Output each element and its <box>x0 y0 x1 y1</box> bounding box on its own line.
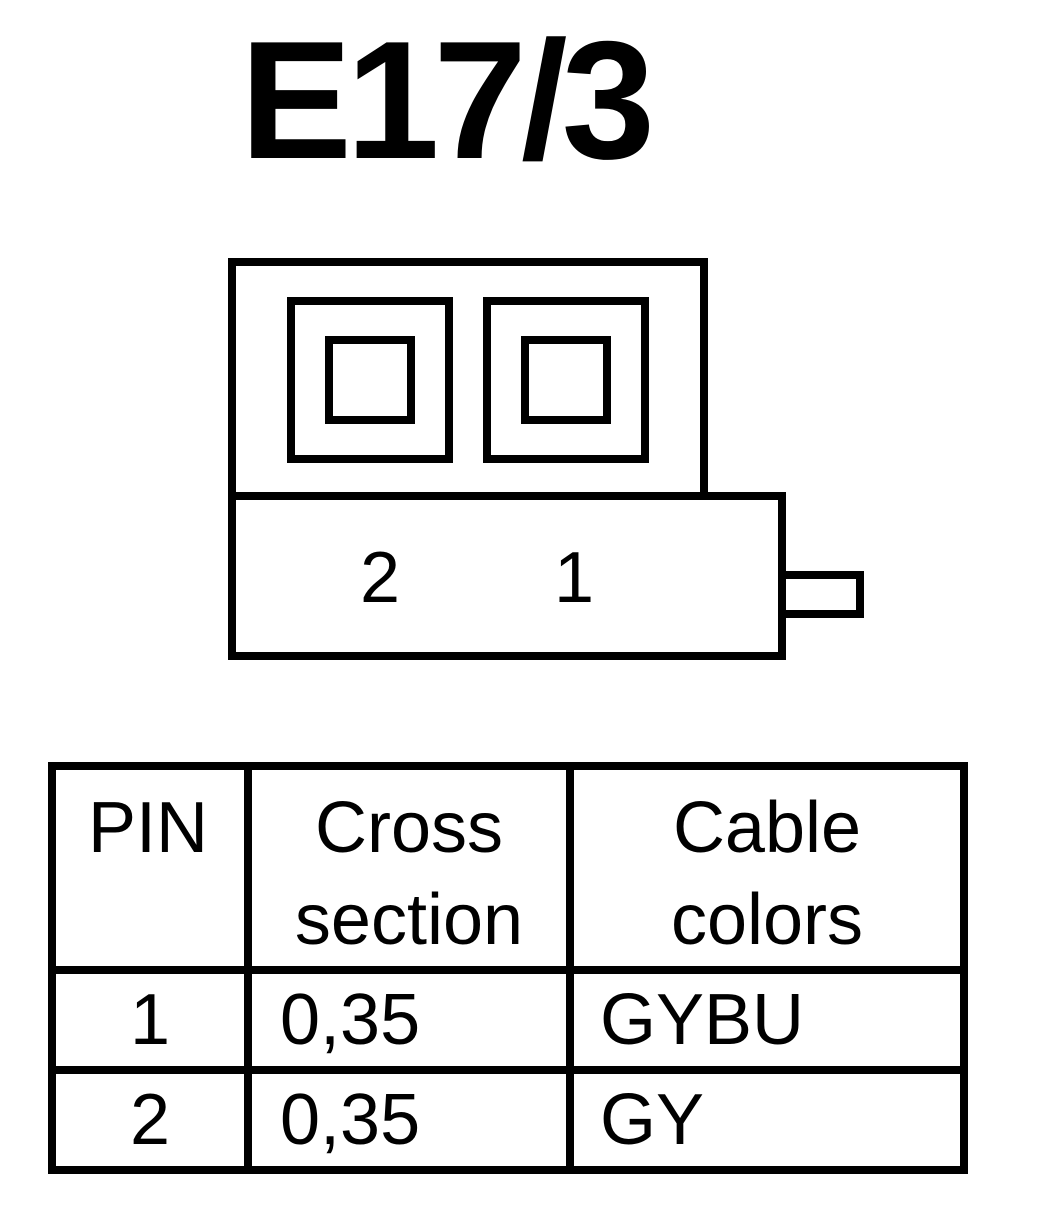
cell-pin: 2 <box>48 1066 252 1174</box>
cell-cable-color: GY <box>566 1066 968 1174</box>
connector-housing <box>228 258 786 660</box>
connector-diagram: 2 1 <box>228 258 864 660</box>
table-row: 1 0,35 GYBU <box>48 966 968 1074</box>
cell-cross-section: 0,35 <box>244 966 574 1074</box>
cell-cable-color: GYBU <box>566 966 968 1074</box>
header-pin: PIN <box>48 762 252 974</box>
pin-assignment-table: PIN Cross section Cable colors 1 0,35 GY… <box>48 762 968 1174</box>
cell-pin: 1 <box>48 966 252 1074</box>
header-cable-colors: Cable colors <box>566 762 968 974</box>
connector-title: E17/3 <box>240 6 655 194</box>
connector-latch <box>782 571 864 618</box>
pin-label-2: 2 <box>360 538 400 618</box>
table-header-row: PIN Cross section Cable colors <box>48 762 968 974</box>
pin-1-terminal <box>521 336 611 424</box>
cell-cross-section: 0,35 <box>244 1066 574 1174</box>
table-row: 2 0,35 GY <box>48 1066 968 1174</box>
pin-2-cavity <box>287 297 453 463</box>
pin-label-1: 1 <box>554 538 594 618</box>
header-cross-section: Cross section <box>244 762 574 974</box>
pin-2-terminal <box>325 336 415 424</box>
pin-1-cavity <box>483 297 649 463</box>
